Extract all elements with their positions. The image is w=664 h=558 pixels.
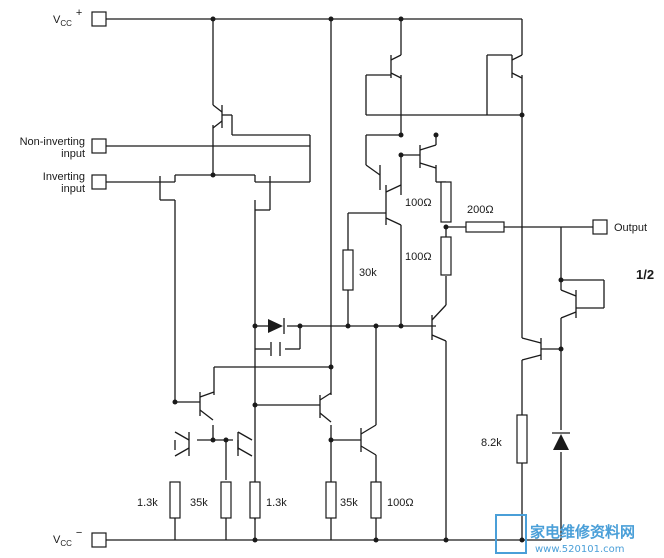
transistor-second-stage-b	[360, 424, 377, 456]
transistor-output-low	[431, 304, 447, 342]
resistor-label-8k2: 8.2k	[481, 437, 502, 449]
transistor-right-mid	[521, 337, 542, 361]
resistor-30k	[342, 249, 354, 291]
output-label: Output	[614, 222, 647, 234]
inverting-terminal	[91, 174, 107, 190]
capacitor	[270, 342, 281, 356]
resistor-8k2	[516, 414, 528, 464]
non-inverting-label-line1: Non-inverting	[20, 136, 85, 148]
resistor-label-35ka: 35k	[190, 497, 208, 509]
transistor-top-right	[487, 54, 523, 79]
resistor-100-ohm-upper	[440, 181, 452, 223]
transistor-mirror-c	[237, 431, 253, 457]
resistor-35k-left	[220, 481, 232, 519]
vcc-minus-label: VCC−	[53, 527, 82, 548]
resistor-35k-right	[325, 481, 337, 519]
transistor-right-output	[560, 289, 577, 319]
resistor-label-100b: 100Ω	[405, 251, 432, 263]
transistor-mirror-b	[174, 431, 190, 457]
transistor-top-left	[366, 54, 402, 79]
junction-dots	[172, 16, 564, 543]
resistor-label-100c: 100Ω	[387, 497, 414, 509]
transistor-diff-right	[254, 175, 280, 190]
diode	[268, 318, 285, 334]
vcc-plus-terminal	[91, 11, 107, 27]
non-inverting-terminal	[91, 138, 107, 154]
vcc-minus-terminal	[91, 532, 107, 548]
watermark-book-icon	[495, 514, 527, 554]
resistor-label-100a: 100Ω	[405, 197, 432, 209]
inverting-label-line2: input	[61, 183, 85, 195]
transistor-diff-left	[150, 175, 176, 190]
inverting-label-line1: Inverting	[43, 171, 85, 183]
watermark-url: www.520101.com	[535, 544, 625, 555]
resistor-label-200: 200Ω	[467, 204, 494, 216]
page-title: 1/2	[636, 267, 654, 282]
vcc-plus-label: VCC+	[53, 7, 82, 28]
resistor-1k3-left	[169, 481, 181, 519]
resistor-100-ohm-bottom	[370, 481, 382, 519]
transistor-input-follower	[212, 104, 232, 129]
non-inverting-label-line2: input	[61, 148, 85, 160]
transistor-second-stage-a	[319, 392, 332, 423]
watermark: 家电维修资料网 www.520101.com	[495, 514, 635, 555]
transistor-driver-left	[365, 164, 402, 226]
watermark-title: 家电维修资料网	[530, 523, 635, 541]
resistor-1k3-right	[249, 481, 261, 519]
transistor-driver-right	[419, 144, 437, 169]
zener-diode	[552, 432, 570, 450]
transistor-mirror-a	[199, 391, 215, 421]
resistor-label-30k: 30k	[359, 267, 377, 279]
output-terminal	[592, 219, 608, 235]
resistor-label-1k3b: 1.3k	[266, 497, 287, 509]
wires	[106, 19, 605, 540]
resistor-100-ohm-lower	[440, 236, 452, 276]
resistor-label-1k3a: 1.3k	[137, 497, 158, 509]
resistor-label-35kb: 35k	[340, 497, 358, 509]
resistor-200-ohm	[465, 221, 505, 233]
